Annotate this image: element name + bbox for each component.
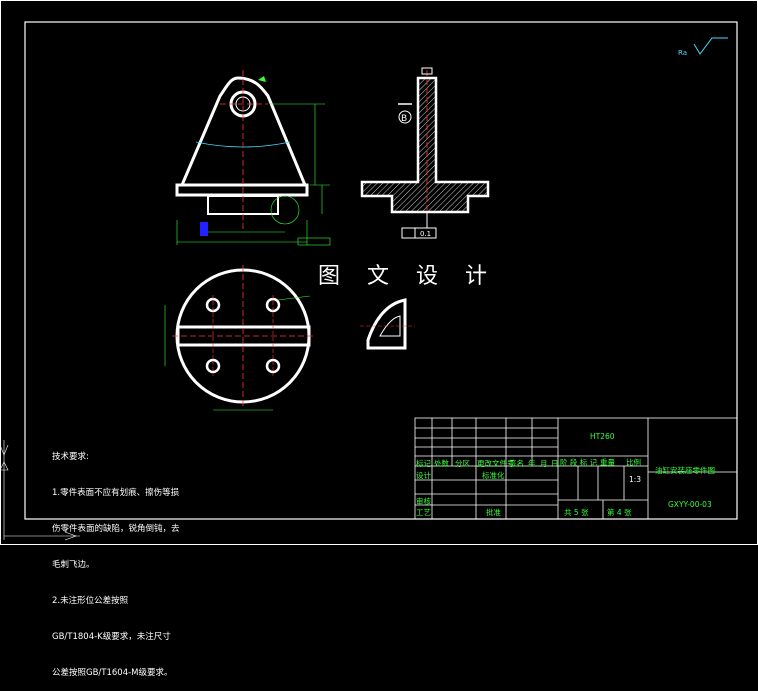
notes-heading: 技术要求: [52, 452, 89, 462]
weight-header: 重量 [600, 458, 615, 467]
edge-markers [0, 440, 80, 541]
header-year: 年 [528, 459, 536, 468]
side-section-view: B 0.1 [360, 67, 490, 239]
stage-header: 阶 段 标 记 [560, 458, 598, 467]
role-approval: 批准 [486, 508, 501, 517]
header-count: 处数 [434, 459, 449, 468]
role-process: 工艺 [416, 508, 431, 517]
part-name: 油缸安装座零件图 [655, 466, 715, 475]
role-designer: 设计 [416, 471, 431, 480]
flatness-value: 0.1 [420, 230, 431, 238]
notes-line: 2.未注形位公差按照 [52, 596, 129, 606]
drawing-number: GXYY-00-03 [668, 500, 712, 509]
notes-line: 伤零件表面的缺陷，锐角倒钝，去 [52, 524, 180, 534]
notes-line: GB/T1804-K级要求，未注尺寸 [52, 632, 171, 642]
material: HT260 [590, 432, 615, 441]
notes-line: 1.零件表面不应有划痕、擦伤等损 [52, 488, 180, 498]
header-month: 月 [540, 459, 548, 468]
top-view [164, 265, 315, 411]
technical-requirements: 技术要求: 1.零件表面不应有划痕、擦伤等损 伤零件表面的缺陷，锐角倒钝，去 毛… [52, 427, 180, 691]
header-signature: 签名 [509, 459, 524, 468]
front-view [175, 70, 331, 246]
scale: 1:3 [629, 475, 642, 484]
header-day: 日 [551, 459, 559, 468]
datum-label: B [401, 114, 407, 124]
roughness-label: Ra [678, 49, 687, 57]
scale-header: 比例 [626, 458, 641, 467]
notes-line: 公差按照GB/T1604-M级要求。 [52, 668, 173, 678]
title-block-grid [414, 417, 738, 520]
header-zone: 分区 [455, 459, 470, 468]
role-standardization: 标准化 [482, 471, 505, 480]
notes-line: 毛刺飞边。 [52, 560, 95, 570]
detail-view [360, 298, 415, 350]
inner-frame [24, 21, 738, 520]
engineering-drawing: B 0.1 Ra [0, 0, 758, 545]
header-mark: 标记 [416, 459, 431, 468]
sheets-total: 共 5 张 [564, 508, 589, 517]
watermark: 图 文 设 计 [318, 264, 497, 289]
header-change-doc: 更改文件号 [477, 459, 515, 468]
role-review: 审核 [416, 497, 431, 506]
sheet-number: 第 4 张 [607, 508, 632, 517]
roughness-symbol: Ra [678, 37, 728, 57]
